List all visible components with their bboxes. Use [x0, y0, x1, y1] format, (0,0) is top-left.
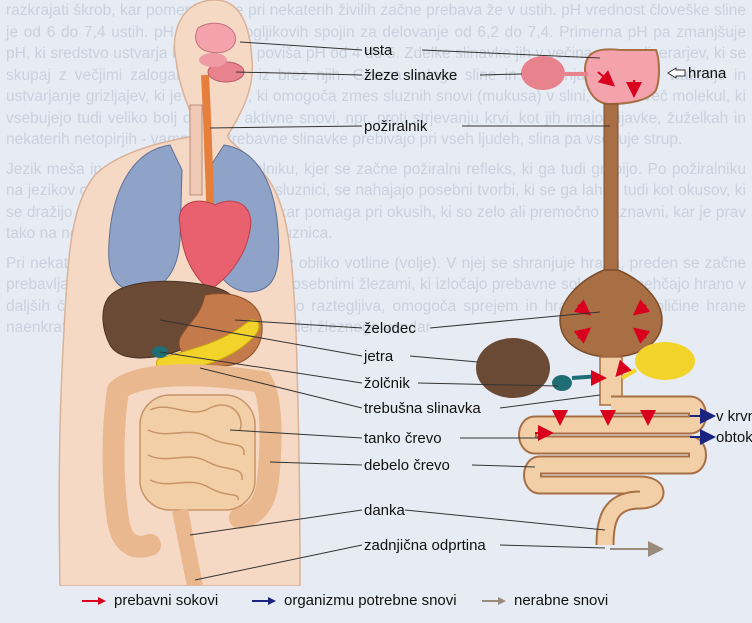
leader-lines [159, 41, 610, 581]
label-gallbladder: žolčnik [364, 375, 410, 392]
trachea [189, 104, 203, 196]
schematic-gallbladder [552, 375, 572, 391]
nasal-cavity [195, 22, 236, 54]
schematic-pancreas [635, 342, 695, 380]
label-to-blood: v krvni [716, 408, 752, 425]
small-intestine [139, 394, 256, 511]
label-anus: zadnjična odprtina [364, 537, 486, 554]
legend-item-waste: nerabne snovi [482, 592, 608, 609]
label-circulation: obtok [716, 429, 752, 446]
tongue [199, 53, 227, 67]
label-rectum: danka [364, 502, 406, 519]
schematic-liver [476, 338, 550, 398]
schematic-tract [476, 48, 716, 557]
blue-arrow-icon [252, 596, 276, 605]
label-food: hrana [688, 65, 727, 82]
schematic-esophagus [603, 103, 619, 280]
schematic-salivary-gland [521, 56, 565, 90]
legend-item-needed-substances: organizmu potrebne snovi [252, 592, 457, 609]
heart [178, 200, 252, 291]
absorbed-nutrient-arrows [690, 408, 716, 445]
label-stomach: želodec [364, 320, 416, 337]
legend-label: prebavni sokovi [114, 592, 219, 609]
legend-label: nerabne snovi [514, 592, 609, 609]
legend: prebavni sokovi organizmu potrebne snovi… [0, 586, 752, 623]
label-liver: jetra [363, 348, 394, 365]
label-salivary-glands: žleze slinavke [364, 67, 457, 84]
red-arrow-icon [82, 596, 106, 605]
food-arrow-icon [667, 67, 686, 79]
rectum [172, 508, 203, 588]
label-esophagus: požiralnik [364, 118, 428, 135]
legend-item-digestive-juices: prebavni sokovi [82, 592, 218, 609]
label-pancreas: trebušna slinavka [364, 400, 481, 417]
digestive-juice-arrows [535, 70, 656, 441]
label-large-intestine: debelo črevo [364, 457, 450, 474]
anatomical-body [58, 0, 301, 588]
large-intestine [102, 364, 282, 558]
legend-label: organizmu potrebne snovi [284, 592, 457, 609]
grey-arrow-icon [482, 596, 506, 605]
label-small-intestine: tanko črevo [364, 430, 442, 447]
right-lung [108, 144, 183, 293]
label-mouth: usta [364, 42, 393, 59]
schematic-stomach [559, 269, 663, 358]
